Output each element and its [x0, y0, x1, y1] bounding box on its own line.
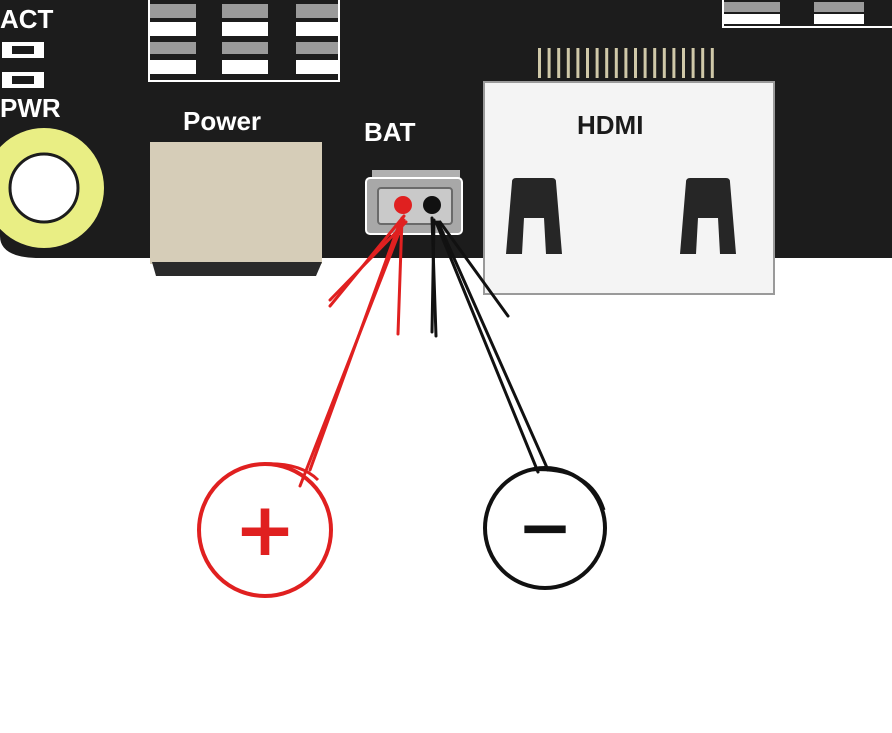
hdmi-pin [710, 48, 714, 78]
act-label: ACT [0, 4, 54, 34]
hdmi-pin [566, 48, 570, 78]
negative-symbol: − [517, 489, 572, 566]
hdmi-pin [624, 48, 628, 78]
bat-label: BAT [364, 117, 416, 147]
hdmi-pin [643, 48, 647, 78]
hdmi-pin [634, 48, 637, 78]
bat-negative-pin [423, 196, 441, 214]
hdmi-pin [595, 48, 599, 78]
hdmi-pin [662, 48, 666, 78]
hdmi-pin [576, 48, 580, 78]
hdmi-pin [701, 48, 705, 78]
mounting-hole [0, 128, 104, 248]
hdmi-connector [483, 81, 775, 295]
bat-positive-pin [394, 196, 412, 214]
hdmi-pin [586, 48, 589, 78]
hdmi-pin [691, 48, 695, 78]
hdmi-pin [547, 48, 551, 78]
power-label: Power [183, 106, 262, 136]
negative-terminal: − [483, 466, 607, 590]
pwr-led [2, 72, 44, 88]
hdmi-pin [557, 48, 561, 78]
bat-connector [365, 170, 463, 235]
act-led [2, 42, 44, 58]
hdmi-pin [605, 48, 609, 78]
hdmi-pin [653, 48, 657, 78]
pwr-label: PWR [0, 93, 61, 123]
top-right-header [722, 0, 892, 28]
positive-wires [298, 214, 408, 488]
hdmi-pins [538, 48, 714, 78]
hdmi-pin [538, 48, 541, 78]
hdmi-pin [682, 48, 685, 78]
power-connector [148, 142, 330, 276]
positive-terminal: + [197, 462, 333, 598]
positive-symbol: + [234, 487, 296, 573]
hdmi-pin [672, 48, 676, 78]
hdmi-label: HDMI [577, 110, 644, 140]
hdmi-pin [614, 48, 618, 78]
gpio-header [148, 0, 340, 82]
negative-wires [430, 216, 550, 474]
